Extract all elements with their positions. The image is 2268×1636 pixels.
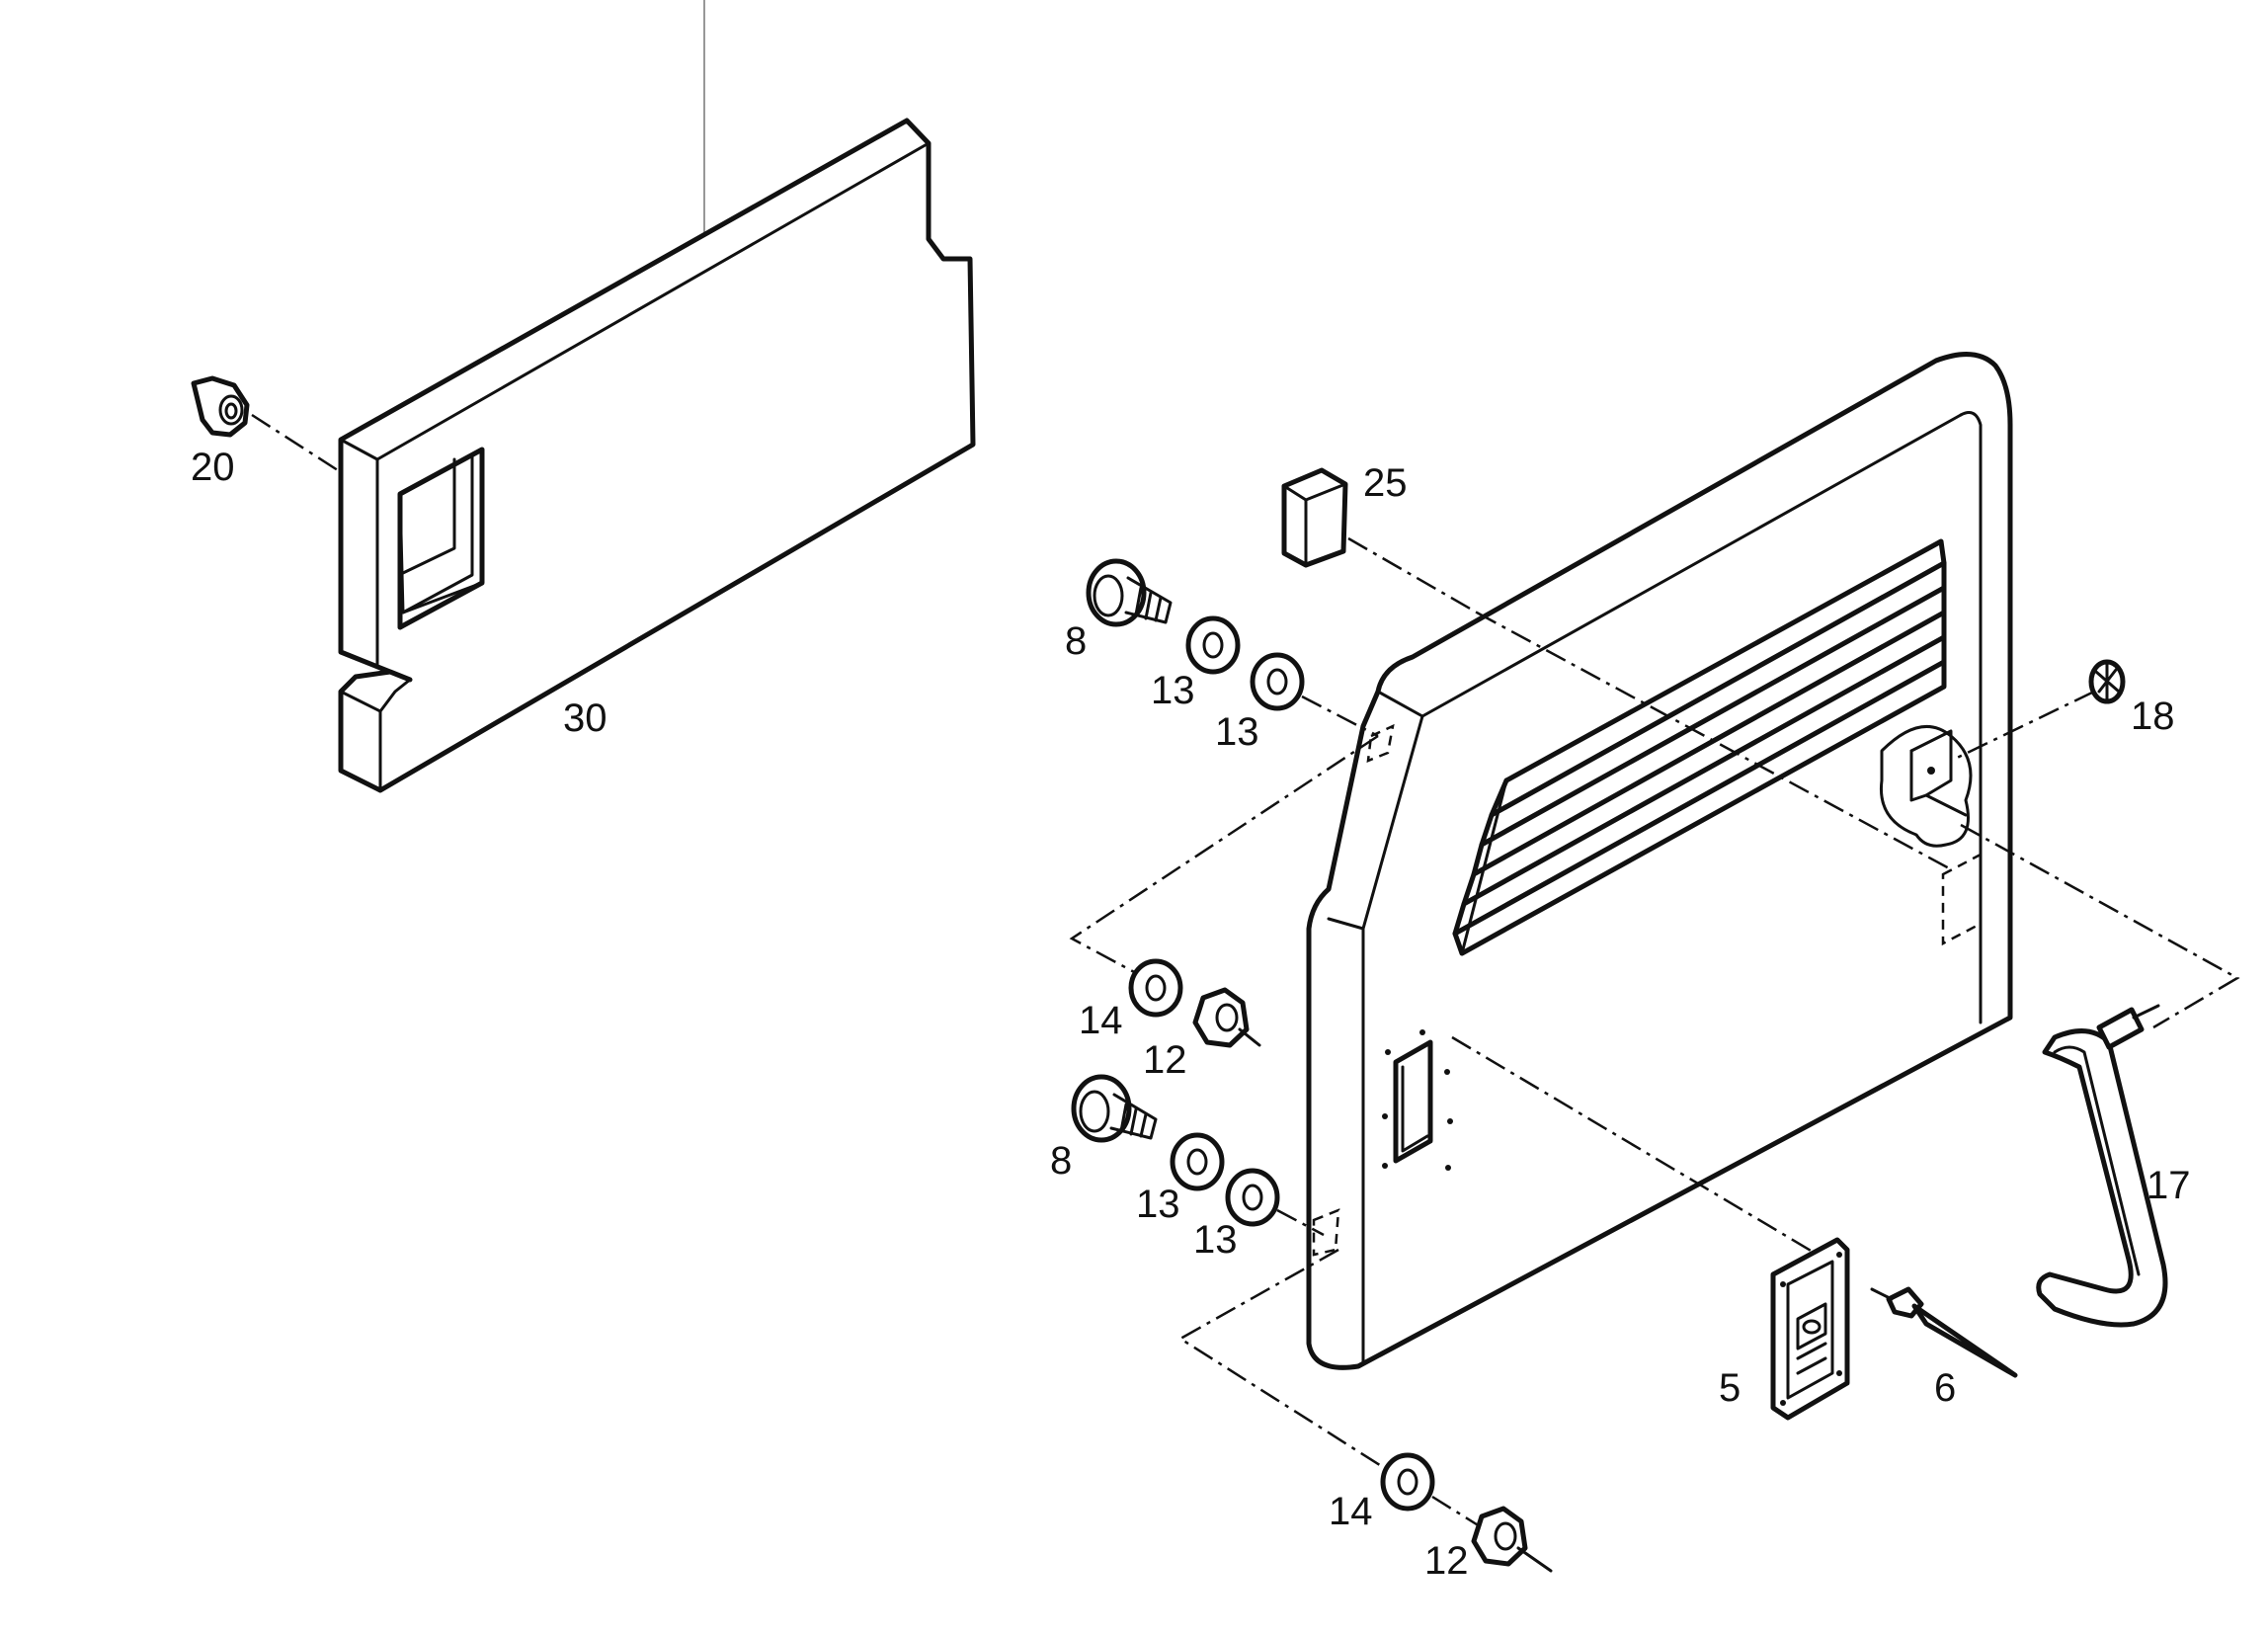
washer-13a — [1185, 615, 1241, 675]
callout-30: 30 — [563, 696, 608, 740]
washer-13b — [1250, 652, 1305, 711]
callout-18: 18 — [2131, 695, 2175, 738]
leader-14-12-lower — [1431, 1495, 1481, 1528]
vent-louvres — [1452, 538, 1947, 956]
hole-upper — [1366, 723, 1395, 763]
latch-plate-5 — [1770, 1237, 1850, 1421]
hole-lower — [1312, 1208, 1340, 1257]
leader-20 — [251, 413, 342, 474]
callout-17: 17 — [2146, 1164, 2191, 1207]
nut-12a — [1192, 987, 1261, 1048]
block-25 — [1281, 467, 1348, 568]
washer-14a — [1128, 958, 1183, 1018]
pin-6 — [1870, 1286, 2018, 1378]
leader-17 — [1960, 823, 2240, 1029]
callout-14-lower: 14 — [1329, 1490, 1373, 1533]
hidden-bracket — [1941, 852, 1983, 946]
washer-13d — [1225, 1168, 1280, 1227]
washer-13c — [1170, 1132, 1225, 1191]
leader-18 — [1950, 690, 2095, 763]
handle-17 — [2036, 1004, 2168, 1328]
callout-8-upper: 8 — [1065, 619, 1087, 663]
leader-upper-nut — [1069, 734, 1379, 983]
grommet-20 — [191, 375, 250, 438]
callout-12-lower: 12 — [1424, 1539, 1469, 1583]
callout-14-upper: 14 — [1079, 999, 1123, 1042]
leader-25-panel — [1476, 611, 1952, 871]
callout-8-lower: 8 — [1050, 1139, 1072, 1183]
callout-13-upper-a: 13 — [1151, 669, 1195, 712]
bolt-8-upper — [1086, 558, 1173, 627]
washer-14b — [1380, 1452, 1435, 1512]
callout-12-upper: 12 — [1143, 1038, 1187, 1082]
cover-plate-30 — [338, 118, 976, 793]
callout-13-upper-b: 13 — [1215, 710, 1259, 754]
leader-25 — [1347, 536, 1478, 614]
callout-6: 6 — [1934, 1366, 1956, 1410]
callout-13-lower-a: 13 — [1136, 1183, 1180, 1226]
bolt-8-lower — [1071, 1074, 1158, 1143]
callout-25: 25 — [1363, 461, 1408, 505]
leader-5-6 — [1451, 1035, 1819, 1257]
leader-13-upper — [1301, 695, 1379, 738]
clip-18 — [2088, 659, 2126, 704]
callout-20: 20 — [191, 446, 235, 489]
handle-slot — [1382, 1029, 1453, 1171]
nut-12b — [1471, 1506, 1553, 1573]
leader-lower-nut — [1177, 1248, 1384, 1469]
callout-13-lower-b: 13 — [1193, 1218, 1238, 1262]
side-panel — [1306, 352, 2013, 1370]
callout-5: 5 — [1719, 1366, 1741, 1410]
leader-13-lower — [1276, 1208, 1325, 1237]
